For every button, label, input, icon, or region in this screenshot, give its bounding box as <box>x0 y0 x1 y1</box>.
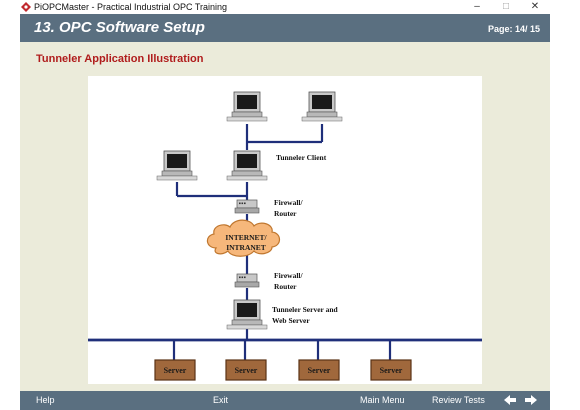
exit-button[interactable]: Exit <box>213 395 229 405</box>
arrow-left-icon[interactable] <box>503 393 517 407</box>
window-titlebar: PiOPCMaster - Practical Industrial OPC T… <box>0 0 580 14</box>
app-logo-icon <box>21 2 31 12</box>
firewall-router-top-label-line1: Firewall/ <box>274 198 304 207</box>
server-box-2: Server <box>225 359 267 381</box>
server-box-4: Server <box>370 359 412 381</box>
lesson-header: 13. OPC Software Setup Page: 14/ 15 <box>20 14 550 42</box>
network-diagram: INTERNET/ INTRANET Tunneler Client Firew… <box>88 76 482 384</box>
minimize-button[interactable]: – <box>474 1 480 12</box>
cloud-label-line1: INTERNET/ <box>225 233 267 242</box>
server-box-3: Server <box>298 359 340 381</box>
server-label: Server <box>380 366 403 375</box>
tunneler-client-pc <box>226 150 268 181</box>
server-label: Server <box>308 366 331 375</box>
internet-cloud <box>206 219 281 257</box>
client-pc-middle-left <box>156 150 198 181</box>
server-box-1: Server <box>154 359 196 381</box>
server-label: Server <box>164 366 187 375</box>
client-pc-top-left <box>226 91 268 122</box>
tunneler-server-label-line1: Tunneler Server and <box>272 305 339 314</box>
server-label: Server <box>235 366 258 375</box>
navigation-footer: Help Exit Main Menu Review Tests <box>20 391 550 410</box>
arrow-right-icon[interactable] <box>524 393 538 407</box>
cloud-label-line2: INTRANET <box>226 243 266 252</box>
content-frame: 13. OPC Software Setup Page: 14/ 15 Tunn… <box>20 14 550 410</box>
tunneler-server-pc <box>226 299 268 330</box>
network-lines <box>88 124 482 360</box>
tunneler-server-label-line2: Web Server <box>272 316 310 325</box>
firewall-router-bottom-label-line2: Router <box>274 282 297 291</box>
main-menu-button[interactable]: Main Menu <box>360 395 405 405</box>
close-button[interactable]: ✕ <box>530 1 540 12</box>
lesson-title: 13. OPC Software Setup <box>34 19 205 36</box>
client-pc-top-right <box>301 91 343 122</box>
window-title: PiOPCMaster - Practical Industrial OPC T… <box>34 2 228 12</box>
firewall-router-top <box>234 199 260 214</box>
maximize-button[interactable]: □ <box>502 1 510 12</box>
firewall-router-top-label-line2: Router <box>274 209 297 218</box>
review-tests-button[interactable]: Review Tests <box>432 395 485 405</box>
firewall-router-bottom <box>234 273 260 288</box>
network-diagram-svg: INTERNET/ INTRANET Tunneler Client Firew… <box>88 91 482 381</box>
page-indicator: Page: 14/ 15 <box>487 24 540 34</box>
firewall-router-bottom-label-line1: Firewall/ <box>274 271 304 280</box>
tunneler-client-label: Tunneler Client <box>276 153 327 162</box>
section-title: Tunneler Application Illustration <box>36 53 204 65</box>
help-button[interactable]: Help <box>36 395 55 405</box>
